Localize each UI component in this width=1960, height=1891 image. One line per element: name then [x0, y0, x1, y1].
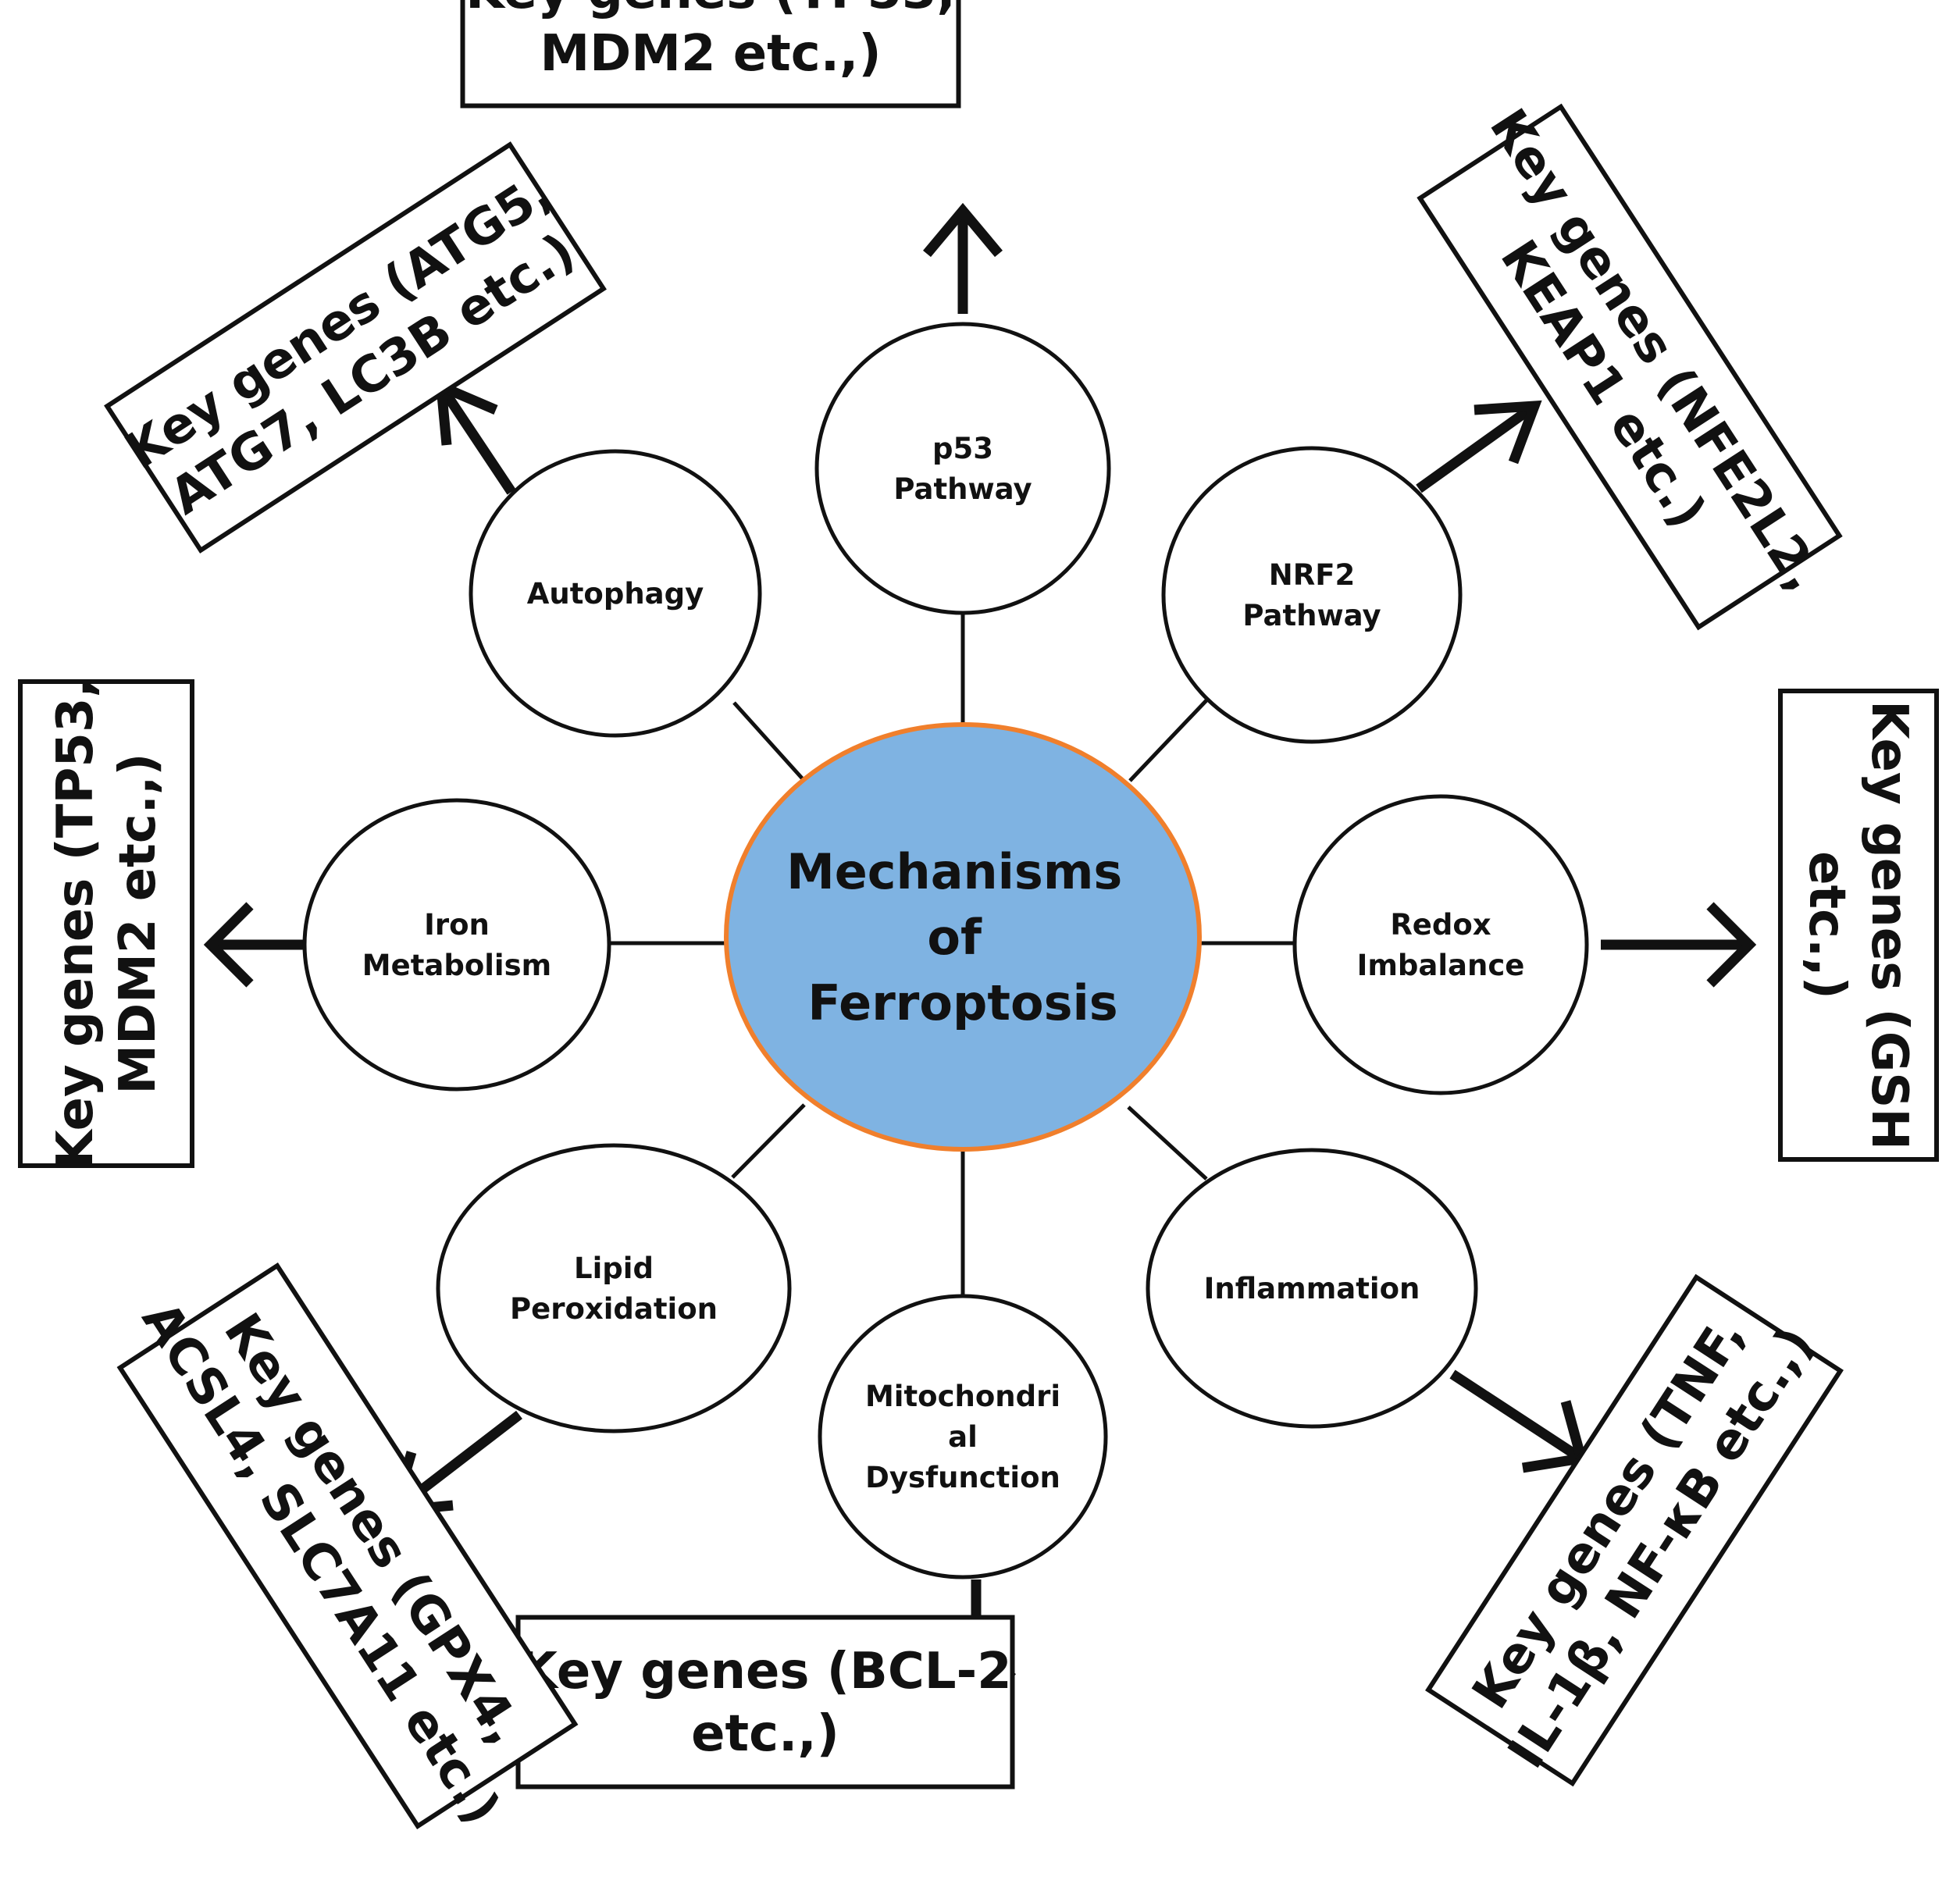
mechanism-label-line: Pathway	[893, 472, 1032, 506]
mechanism-circle	[1146, 1148, 1478, 1429]
gene-box-frame	[515, 1615, 1015, 1790]
gene-box-label-line: Key genes (TP53,	[47, 678, 105, 1169]
gene-box-label-line: etc.,)	[1798, 851, 1855, 999]
mechanism-node-autophagy: Autophagy	[469, 449, 762, 738]
mechanism-label-line: Redox	[1390, 908, 1491, 942]
gene-box-label-line: Key genes (TP53,	[465, 0, 956, 20]
gene-box-iron: Key genes (TP53,MDM2 etc.,)	[18, 678, 194, 1169]
mechanism-label-line: Dysfunction	[865, 1461, 1060, 1494]
gene-box-frame	[1425, 1273, 1844, 1787]
gene-box-frame	[116, 1262, 579, 1830]
mechanism-label-line: al	[948, 1420, 978, 1454]
center-label-line: of	[927, 909, 982, 966]
gene-box-label: Key genes (TP53,MDM2 etc.,)	[47, 678, 167, 1169]
arrow-shaft-autophagy	[437, 383, 516, 495]
gene-box-frame	[460, 0, 961, 109]
gene-box-frame	[1417, 103, 1843, 631]
gene-box-label: Key genes (GSHetc.,)	[1798, 700, 1918, 1150]
gene-box-nrf2: Key genes (NFE2L2,KEAP1 etc.)	[1417, 99, 1843, 631]
mechanism-label-line: p53	[932, 432, 993, 465]
gene-box-label-line: MDM2 etc.,)	[109, 753, 167, 1094]
center-ellipse	[724, 722, 1202, 1152]
mechanism-label-line: Pathway	[1242, 599, 1381, 632]
center-label-line: Ferroptosis	[807, 974, 1117, 1031]
spoke-inflammation	[1127, 1106, 1208, 1181]
spokes-layer	[609, 613, 1295, 1296]
gene-box-redox: Key genes (GSHetc.,)	[1778, 689, 1939, 1162]
mechanism-circle	[302, 798, 611, 1092]
arrowhead-p53	[923, 202, 1003, 258]
gene-box-frame	[104, 141, 607, 554]
mechanism-label-line: Inflammation	[1204, 1272, 1420, 1305]
gene-box-label-line: etc.,)	[691, 1705, 839, 1763]
mechanism-circle	[814, 322, 1111, 615]
gene-box-label: Key genes (TP53, MDM2 etc.,)	[465, 0, 956, 83]
arrow-shaft-nrf2	[1416, 401, 1538, 493]
mechanism-label-line: Imbalance	[1357, 949, 1525, 982]
gene-box-label-line: MDM2 etc.,)	[540, 25, 881, 83]
spoke-autophagy	[732, 701, 806, 782]
mechanism-circle	[818, 1294, 1108, 1579]
gene-box-inflammation: Key genes (TNF,IL-1β, NF-κB etc.,)	[1425, 1273, 1844, 1787]
mechanism-label: Inflammation	[1204, 1272, 1420, 1305]
mechanism-label-line: Autophagy	[527, 577, 704, 611]
gene-box-frame	[18, 679, 194, 1168]
arrow-shaft-inflammation	[1449, 1369, 1584, 1463]
gene-box-frame	[1778, 689, 1939, 1162]
mechanism-label-line: Lipid	[574, 1252, 654, 1285]
arrowhead-redox	[1706, 902, 1757, 988]
center-label: Mechanisms of Ferroptosis	[786, 843, 1139, 1031]
mechanism-label: Autophagy	[527, 577, 704, 611]
mechanism-label-line: Mitochondri	[865, 1380, 1060, 1413]
mechanism-label-line: NRF2	[1269, 558, 1355, 592]
mechanism-circle	[1161, 446, 1463, 744]
mechanism-label-line: Iron	[424, 908, 490, 942]
center-node: Mechanisms of Ferroptosis	[724, 722, 1202, 1152]
mechanism-circle	[1292, 794, 1589, 1095]
center-label-line: Mechanisms	[786, 843, 1122, 900]
gene-box-label-line: Key genes (BCL-2	[519, 1643, 1011, 1700]
mechanism-circle	[436, 1143, 792, 1433]
mechanism-node-inflammation: Inflammation	[1146, 1148, 1478, 1429]
spoke-nrf2	[1128, 698, 1209, 782]
mechanism-label-line: Peroxidation	[510, 1292, 718, 1326]
gene-box-label-line: Key genes (GSH	[1860, 700, 1918, 1150]
spoke-lipid	[731, 1103, 806, 1179]
arrowhead-iron	[203, 902, 254, 988]
gene-box-p53: Key genes (TP53, MDM2 etc.,)	[460, 0, 961, 109]
mechanism-label-line: Metabolism	[362, 949, 551, 982]
mechanism-circle	[469, 449, 762, 738]
arrowhead-nrf2	[1474, 400, 1542, 465]
